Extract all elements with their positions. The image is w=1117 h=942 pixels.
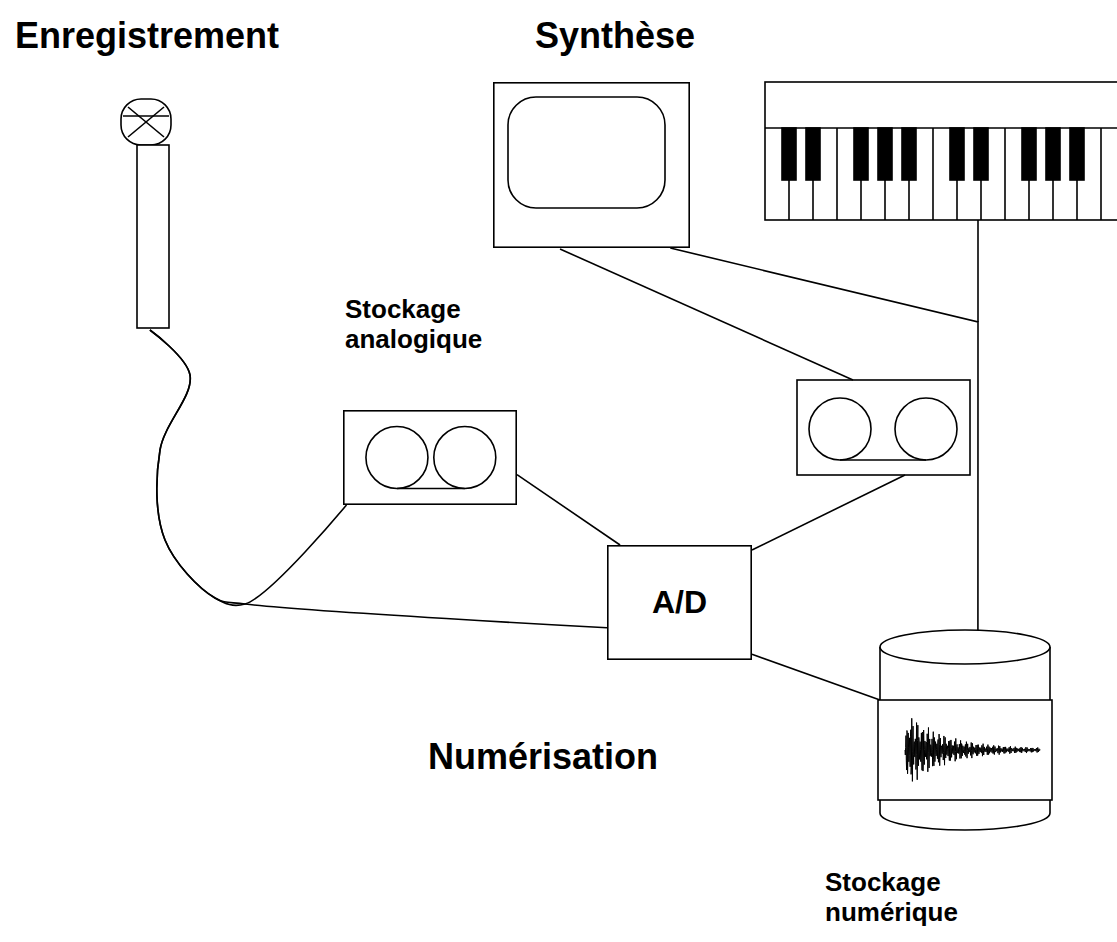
node-shape — [343, 410, 517, 505]
tape-reel — [366, 427, 428, 489]
white-keys — [789, 128, 1101, 220]
mic-grille — [128, 107, 164, 137]
converter-outline — [608, 546, 751, 659]
node-shape — [880, 630, 1050, 830]
monitor-to-tape-wire — [560, 249, 853, 380]
mic-grille — [128, 107, 164, 137]
microphone: Enregistrement — [118, 98, 174, 330]
mic-body — [137, 145, 169, 328]
monitor-frame — [494, 83, 689, 247]
mic-band — [123, 115, 169, 117]
tape-to-converter-wire — [752, 475, 905, 550]
connector-line — [752, 654, 880, 700]
monitor-symbol — [494, 83, 689, 247]
computer-monitor: Synthèse — [493, 82, 690, 248]
connector-line — [150, 330, 607, 628]
disk-top — [880, 630, 1050, 664]
black-keys — [782, 128, 1084, 180]
disk-symbol — [878, 630, 1052, 830]
node-heading: Stockage analogique — [345, 295, 482, 355]
tape-band — [397, 488, 465, 490]
node-heading: Synthèse — [535, 15, 695, 56]
node-shape — [118, 98, 174, 330]
node-label: A/D — [652, 584, 707, 621]
node-heading: Stockage numérique — [825, 868, 958, 928]
section-label: Numérisation — [428, 736, 658, 778]
keyboard-symbol — [765, 82, 1117, 220]
mic-capsule — [121, 99, 171, 145]
tape-recorder-symbol — [344, 411, 516, 504]
converter-box: A/D — [607, 545, 752, 660]
monitor-screen — [508, 97, 665, 208]
connector-line — [517, 475, 620, 545]
microphone-symbol — [121, 99, 171, 328]
node-heading: Enregistrement — [15, 15, 279, 56]
node-shape — [493, 82, 690, 248]
waveform — [905, 718, 1040, 781]
tape-reel — [434, 427, 496, 489]
tape-recorder-symbol — [797, 380, 970, 475]
tape-frame — [344, 411, 516, 504]
keyboard-frame — [765, 82, 1117, 220]
keyboard-wire — [977, 220, 979, 322]
analog-tape-storage: Stockage analogique — [343, 410, 517, 505]
waveform-frame — [878, 700, 1052, 800]
digital-disk-storage: Stockage numérique — [880, 630, 1050, 830]
